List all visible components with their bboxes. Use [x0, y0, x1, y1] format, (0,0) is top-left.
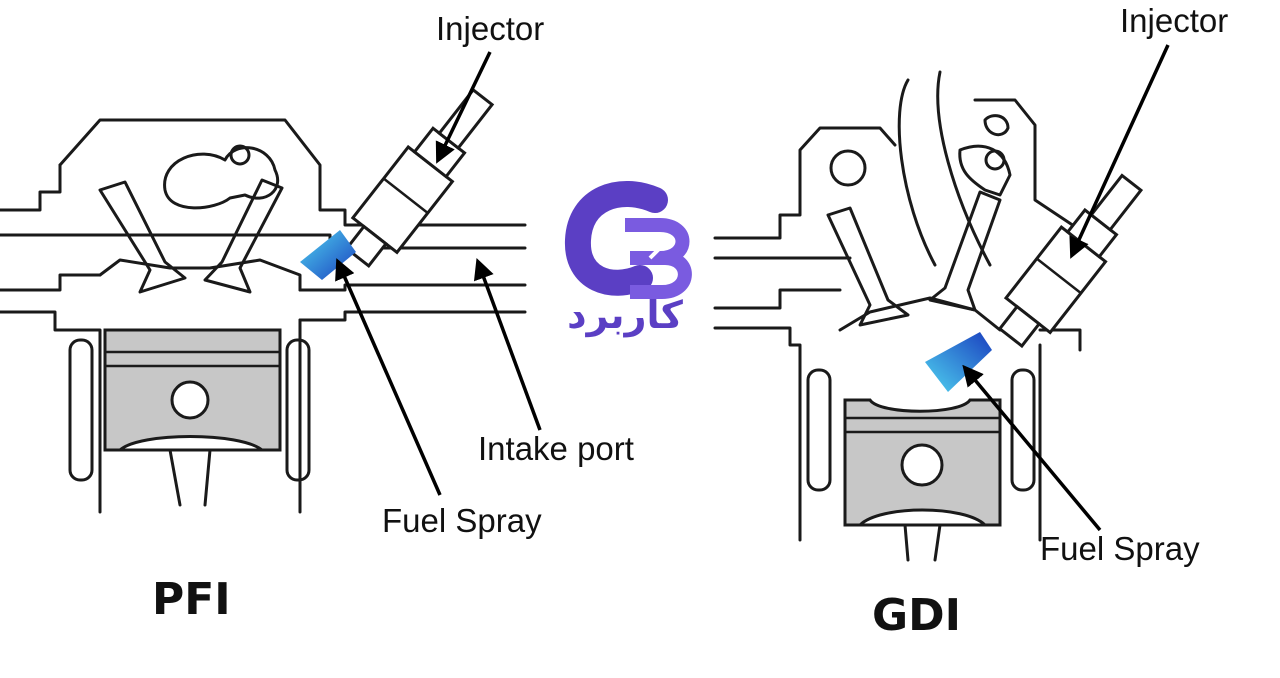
gdi-cylinder-head	[798, 126, 897, 182]
pfi-camshaft	[163, 146, 280, 210]
kaarbord-logo: کاربرد	[565, 181, 692, 337]
gdi-camshaft	[958, 144, 1012, 197]
gdi-fuel-spray	[925, 332, 992, 392]
logo-text: کاربرد	[567, 293, 684, 337]
gdi-title: GDI	[872, 590, 961, 641]
gdi-injector	[997, 173, 1144, 349]
pfi-fuel-spray-arrow	[335, 258, 442, 496]
pfi-intake-valve	[98, 180, 187, 294]
gdi-engine	[713, 70, 1144, 562]
intake-port-arrow	[473, 258, 542, 431]
gdi-injector-label: Injector	[1120, 2, 1228, 39]
pfi-injector-arrow	[435, 51, 492, 164]
pfi-injector	[344, 87, 495, 268]
gdi-fuel-spray-label: Fuel Spray	[1040, 530, 1200, 567]
gdi-connecting-rod	[903, 523, 942, 562]
intake-port-label: Intake port	[478, 430, 634, 467]
pfi-fuel-spray-label: Fuel Spray	[382, 502, 542, 539]
gdi-fuel-spray-arrow	[962, 364, 1102, 532]
gdi-injector-arrow	[1069, 44, 1170, 259]
pfi-engine	[0, 87, 527, 514]
gdi-wrist-pin	[900, 443, 944, 487]
gdi-exhaust-valve	[928, 190, 1002, 312]
pfi-wrist-pin	[170, 380, 210, 420]
pfi-exhaust-valve	[203, 178, 284, 294]
pfi-fuel-spray	[300, 230, 356, 280]
pfi-title: PFI	[152, 574, 231, 625]
gdi-intake-valve	[826, 206, 910, 327]
pfi-injector-label: Injector	[436, 10, 544, 47]
pfi-connecting-rod	[168, 448, 212, 507]
pfi-cylinder-head	[58, 118, 527, 227]
